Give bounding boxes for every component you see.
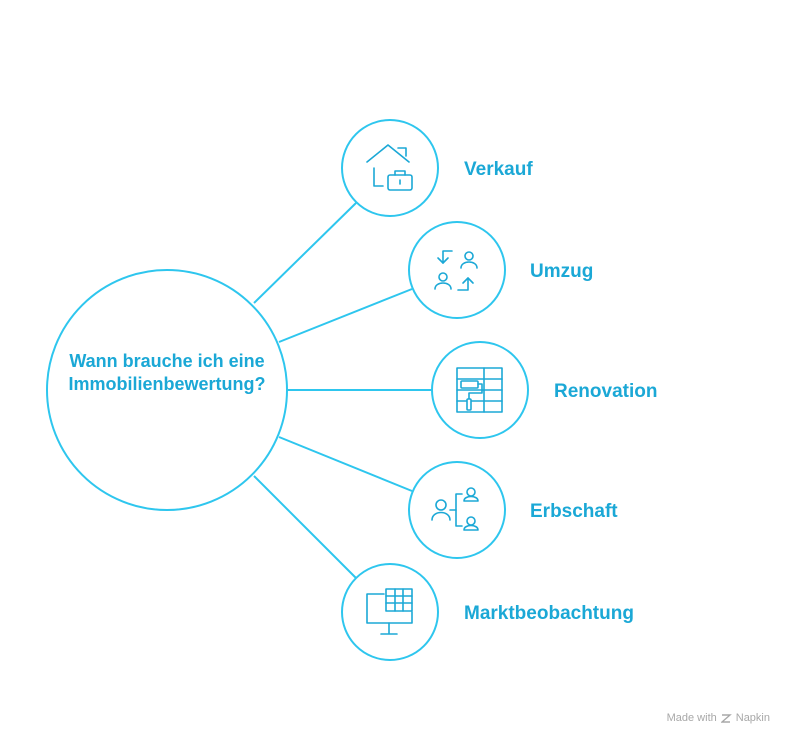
node-erbschaft: Erbschaft <box>408 461 618 559</box>
node-circle-marktbeobachtung <box>341 563 439 661</box>
connector-verkauf <box>253 202 357 304</box>
node-label-verkauf: Verkauf <box>464 159 533 180</box>
napkin-watermark: Made with Napkin <box>667 712 770 724</box>
node-verkauf: Verkauf <box>341 119 533 217</box>
node-umzug: Umzug <box>408 221 593 319</box>
watermark-prefix: Made with <box>666 712 717 724</box>
node-marktbeobachtung: Marktbeobachtung <box>341 563 634 661</box>
node-circle-erbschaft <box>408 461 506 559</box>
people-swap-icon <box>434 250 478 291</box>
connector-erbschaft <box>278 436 413 492</box>
paint-roller-wall-icon <box>456 367 503 413</box>
node-circle-umzug <box>408 221 506 319</box>
monitor-table-icon <box>366 588 413 635</box>
node-label-umzug: Umzug <box>530 261 593 282</box>
napkin-logo-icon <box>720 713 732 723</box>
node-label-erbschaft: Erbschaft <box>530 501 618 522</box>
center-question-line2: Immobilienbewertung? <box>68 374 265 394</box>
house-briefcase-icon <box>366 144 413 191</box>
center-question-line1: Wann brauche ich eine <box>69 351 264 371</box>
node-label-renovation: Renovation <box>554 381 657 402</box>
connector-marktbeobachtung <box>253 475 357 579</box>
node-label-marktbeobachtung: Marktbeobachtung <box>464 603 634 624</box>
node-renovation: Renovation <box>431 341 657 439</box>
connector-umzug <box>278 288 413 343</box>
inheritance-people-icon <box>431 487 479 531</box>
watermark-brand: Napkin <box>735 712 770 724</box>
center-circle <box>46 269 288 511</box>
node-circle-verkauf <box>341 119 439 217</box>
